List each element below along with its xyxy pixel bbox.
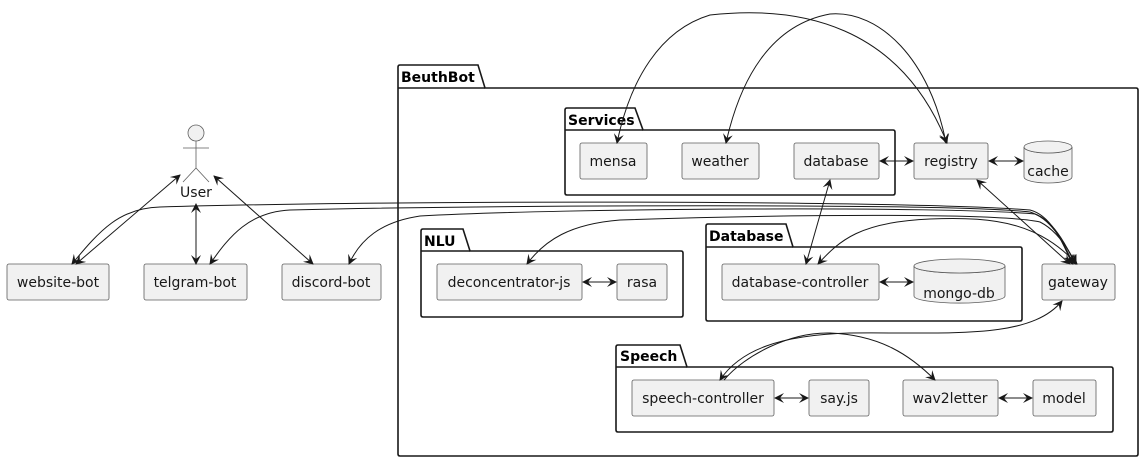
node-say-js[interactable]: say.js: [808, 379, 870, 417]
edge-gateway-speech-controller: [719, 300, 1063, 381]
node-weather[interactable]: weather: [681, 142, 760, 180]
node-label: wav2letter: [912, 391, 987, 407]
node-label: gateway: [1048, 275, 1108, 291]
edge-registry-weather: [723, 13, 950, 144]
node-label: cache: [1027, 164, 1068, 180]
node-label: mensa: [590, 154, 637, 170]
node-website-bot[interactable]: website-bot: [6, 263, 110, 301]
node-label: registry: [924, 154, 978, 170]
node-label: discord-bot: [292, 275, 371, 291]
node-label: speech-controller: [642, 391, 764, 407]
node-discord-bot[interactable]: discord-bot: [281, 263, 382, 301]
node-cache[interactable]: cache: [1023, 140, 1073, 184]
node-label: weather: [691, 154, 749, 170]
edge-registry-mensa: [613, 12, 949, 144]
node-mensa[interactable]: mensa: [579, 142, 648, 180]
node-label: model: [1042, 391, 1086, 407]
node-database[interactable]: database: [793, 142, 880, 180]
node-model[interactable]: model: [1032, 379, 1097, 417]
node-label: database-controller: [732, 275, 869, 291]
package-nlu-label: NLU: [424, 234, 456, 250]
edge-user-discord-bot: [213, 175, 314, 265]
node-label: rasa: [627, 275, 657, 291]
edges: [71, 12, 1078, 403]
node-label: say.js: [820, 391, 858, 407]
node-rasa[interactable]: rasa: [616, 263, 668, 301]
node-mongo-db[interactable]: mongo-db: [913, 258, 1006, 304]
actor-user-label: User: [180, 185, 212, 201]
node-label: mongo-db: [923, 286, 995, 302]
node-wav2letter[interactable]: wav2letter: [902, 379, 999, 417]
node-label: website-bot: [17, 275, 100, 291]
actor-head-icon: [187, 124, 205, 142]
node-label: deconcentrator-js: [448, 275, 571, 291]
node-telgram-bot[interactable]: telgram-bot: [143, 263, 248, 301]
node-label: telgram-bot: [154, 275, 237, 291]
edge-database-database-controller: [803, 179, 833, 265]
node-gateway[interactable]: gateway: [1041, 263, 1116, 301]
package-services-label: Services: [568, 113, 635, 129]
node-deconcentrator-js[interactable]: deconcentrator-js: [436, 263, 583, 301]
node-registry[interactable]: registry: [913, 142, 989, 180]
package-beuthbot-label: BeuthBot: [401, 70, 475, 86]
package-speech-label: Speech: [620, 349, 677, 365]
node-label: database: [804, 154, 869, 170]
node-speech-controller[interactable]: speech-controller: [631, 379, 775, 417]
package-database-label: Database: [709, 229, 784, 245]
edge-user-website-bot: [75, 174, 181, 265]
edge-speech-controller-wav2letter: [723, 332, 936, 381]
edge-registry-gateway: [976, 179, 1071, 265]
actor-user[interactable]: User: [180, 124, 212, 201]
node-database-controller[interactable]: database-controller: [721, 263, 880, 301]
